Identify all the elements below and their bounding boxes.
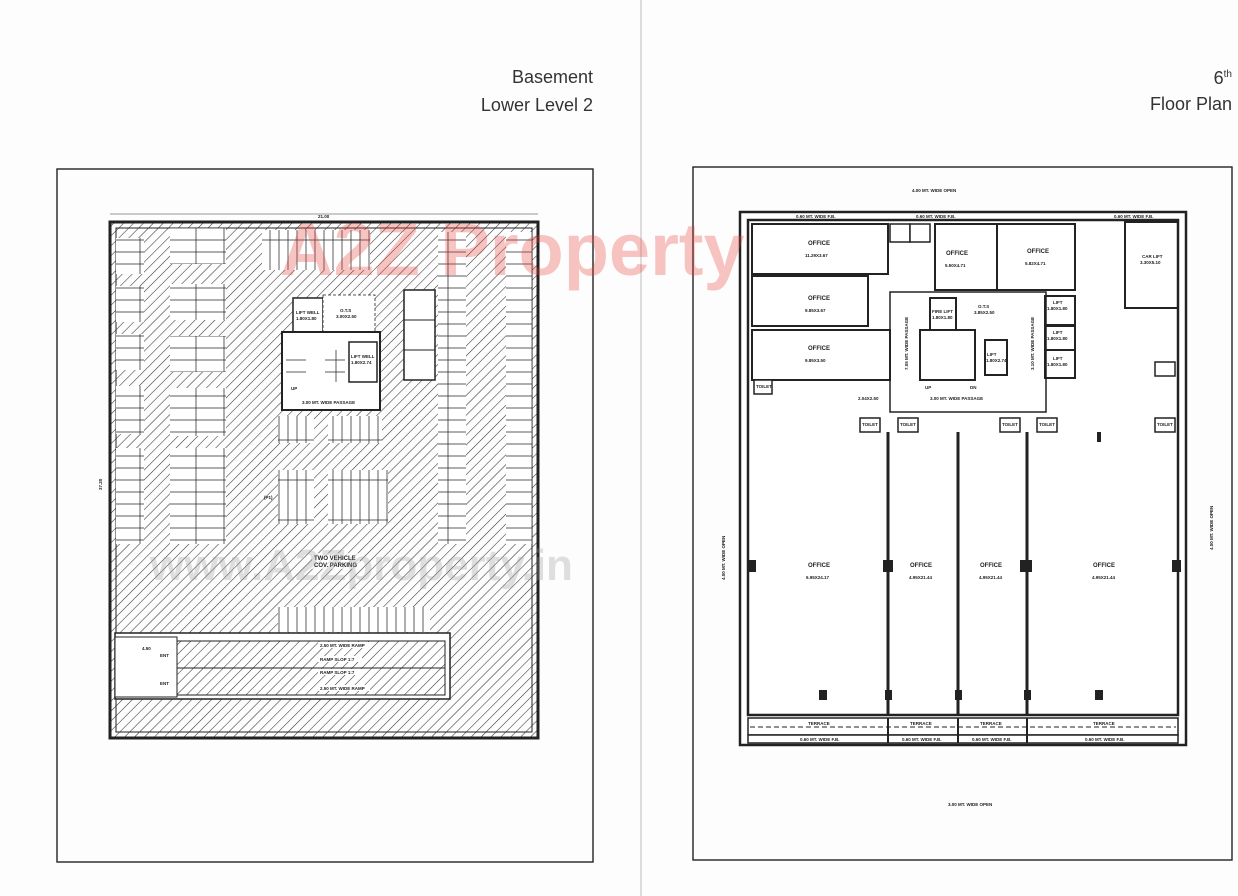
lift-size: 1.80X1.80 xyxy=(1047,306,1068,311)
lift-label: LIFT xyxy=(987,352,997,357)
fb-label: 0.60 MT. WIDE F.B. xyxy=(1114,214,1154,219)
parking-label: TWO VEHICLE xyxy=(314,556,356,562)
title-line-1: Basement xyxy=(511,67,593,87)
fire-lift-label: FIRE LIFT xyxy=(932,309,953,314)
toilet-label: TOILET xyxy=(900,422,916,427)
ots-label: O.T.S xyxy=(340,308,351,313)
stair-up: UP xyxy=(925,385,931,390)
office-area: 4.95X21.44 xyxy=(979,575,1003,580)
ramp-slope: RAMP SLOP 1:7 xyxy=(320,657,355,662)
basement-plan: 21.00 37.20 LIFT WELL xyxy=(98,213,540,740)
left-frame xyxy=(56,168,594,863)
lift-well-size: 1.80X1.80 xyxy=(296,316,317,321)
ramp-label: 2.50 MT. WIDE RAMP xyxy=(320,643,365,648)
toilet-label: TOILET xyxy=(756,384,772,389)
ots-size: 3.85X2.50 xyxy=(974,310,995,315)
terrace-label: TERRACE xyxy=(808,721,830,726)
title-line-2: Lower Level 2 xyxy=(480,95,593,115)
area-label: 2.04X2.50 xyxy=(858,396,879,401)
lift-size: 1.80X1.80 xyxy=(1047,362,1068,367)
lift-label: LIFT xyxy=(1053,330,1063,335)
car-lift-size: 3.30X5.10 xyxy=(1140,260,1161,265)
lift-size: 1.80X1.80 xyxy=(1047,336,1068,341)
dim-depth: 37.20 xyxy=(98,478,103,490)
office-area: 4.95X21.44 xyxy=(1092,575,1116,580)
lift-well-label: LIFT WELL xyxy=(351,354,375,359)
toilet-label: TOILET xyxy=(1002,422,1018,427)
side-open-label: 4.00 MT. WIDE OPEN xyxy=(721,536,726,580)
terrace-label: TERRACE xyxy=(980,721,1002,726)
fb-label: 0.60 MT. WIDE F.B. xyxy=(972,737,1012,742)
fb-label: 0.60 MT. WIDE F.B. xyxy=(800,737,840,742)
sixth-floor-plan: 4.00 MT. WIDE OPEN 3.00 MT. WIDE OPEN 4.… xyxy=(721,188,1214,807)
title-line-2: Floor Plan xyxy=(1149,94,1232,114)
top-open-label: 4.00 MT. WIDE OPEN xyxy=(912,188,956,193)
office-label: OFFICE xyxy=(1093,563,1115,569)
bottom-open-label: 3.00 MT. WIDE OPEN xyxy=(948,802,992,807)
office-area: 9.85X3.50 xyxy=(805,358,826,363)
parking-label: COV. PARKING xyxy=(314,563,357,569)
ramp-label: 2.50 MT. WIDE RAMP xyxy=(320,686,365,691)
lift-size: 1.80X2.74 xyxy=(986,358,1007,363)
office-label: OFFICE xyxy=(808,563,830,569)
parking-stalls xyxy=(116,228,532,632)
toilet-label: TOILET xyxy=(862,422,878,427)
passage-label: 3.00 MT. WIDE PASSAGE xyxy=(302,400,355,405)
ramp-dimension: 4.50 xyxy=(142,646,151,651)
office-label: OFFICE xyxy=(980,563,1002,569)
toilet-label: TOILET xyxy=(1157,422,1173,427)
watermark-url: www.A2Zproperty.in xyxy=(149,541,573,590)
toilets xyxy=(753,223,1176,433)
passage-label: 3.00 MT. WIDE PASSAGE xyxy=(930,396,983,401)
dim-width: 21.00 xyxy=(318,214,330,219)
lift-well-label: LIFT WELL xyxy=(296,310,320,315)
ramp-slope: RAMP SLOP 1:7 xyxy=(320,670,355,675)
entry-label: ENT xyxy=(160,653,169,658)
floor-number: 6 xyxy=(1213,68,1224,88)
fb-label: 0.60 MT. WIDE F.B. xyxy=(1085,737,1125,742)
fb-label: 0.60 MT. WIDE F.B. xyxy=(796,214,836,219)
ots-label: O.T.S xyxy=(978,304,989,309)
entry-label: ENT xyxy=(160,681,169,686)
office-units: OFFICE 11.29X3.67 OFFICE 9.85X3.67 OFFIC… xyxy=(805,241,1116,580)
passage-label: 7.05 MT. WIDE PASSAGE xyxy=(904,317,909,370)
terrace-label: TERRACE xyxy=(1093,721,1115,726)
stair-up: UP xyxy=(291,386,297,391)
right-frame xyxy=(692,166,1233,861)
office-label: OFFICE xyxy=(808,241,830,247)
lift-label: LIFT xyxy=(1053,356,1063,361)
office-label: OFFICE xyxy=(910,563,932,569)
office-label: OFFICE xyxy=(1027,249,1049,255)
lift-well-size: 1.80X2.74 xyxy=(351,360,372,365)
passage-label: 3.10 MT. WIDE PASSAGE xyxy=(1030,317,1035,370)
office-area: 11.29X3.67 xyxy=(805,253,828,258)
ots-size: 3.00X2.50 xyxy=(336,314,357,319)
toilet-label: TOILET xyxy=(1039,422,1055,427)
lift-label: LIFT xyxy=(1053,300,1063,305)
office-area: 9.85X3.67 xyxy=(805,308,826,313)
office-area: 5.50X4.71 xyxy=(945,263,966,268)
floor-suffix: th xyxy=(1223,69,1232,80)
basement-title: Basement Lower Level 2 xyxy=(481,63,593,119)
office-label: OFFICE xyxy=(808,296,830,302)
fire-lift-size: 1.80X1.80 xyxy=(932,315,953,320)
fb-label: 0.60 MT. WIDE F.B. xyxy=(902,737,942,742)
office-area: 5.82X4.71 xyxy=(1025,261,1046,266)
fb-label: 0.60 MT. WIDE F.B. xyxy=(916,214,956,219)
terrace-label: TERRACE xyxy=(910,721,932,726)
office-area: 4.95X21.44 xyxy=(909,575,933,580)
p1-label: (P1) xyxy=(264,495,273,500)
car-lift-label: CAR LIFT xyxy=(1142,254,1163,259)
floor-plan-title: 6th Floor Plan xyxy=(1149,68,1232,117)
office-label: OFFICE xyxy=(946,251,968,257)
watermark: A2Z Property www.A2Zproperty.in xyxy=(149,208,745,590)
ramp: 4.50 ENT ENT 2.50 MT. WIDE RAMP RAMP SLO… xyxy=(114,632,451,700)
basement-core: LIFT WELL 1.80X1.80 O.T.S 3.00X2.50 UP L… xyxy=(281,289,436,411)
office-area: 6.95X24.17 xyxy=(806,575,830,580)
office-label: OFFICE xyxy=(808,346,830,352)
watermark-logo: A2Z Property xyxy=(280,208,745,291)
stair-dn: DN xyxy=(970,385,977,390)
side-open-label: 4.00 MT. WIDE OPEN xyxy=(1209,506,1214,550)
